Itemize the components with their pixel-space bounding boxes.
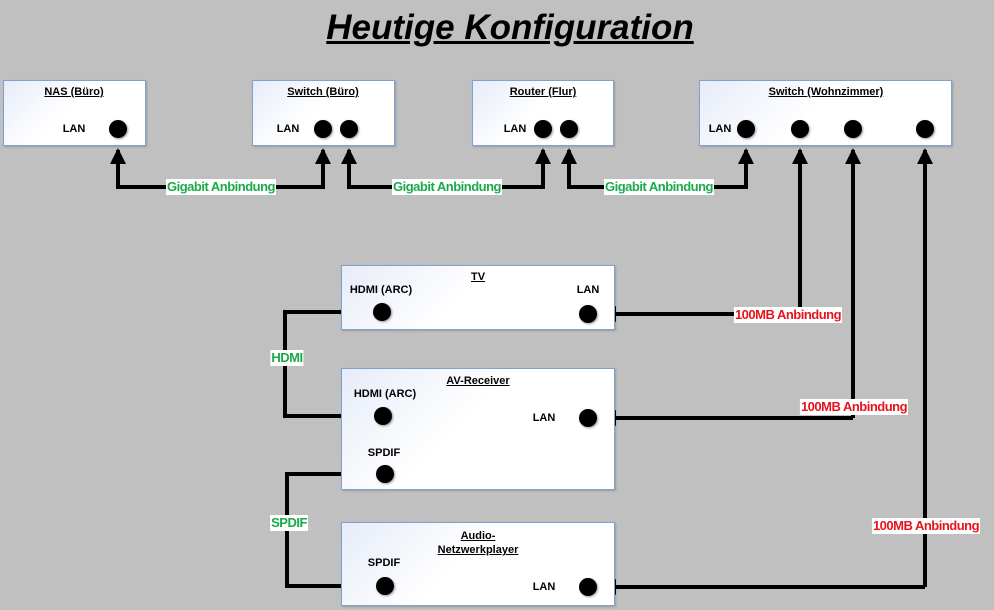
gigabit-label: Gigabit Anbindung [166,179,276,195]
fast-ethernet-label: 100MB Anbindung [799,399,909,415]
gigabit-label: Gigabit Anbindung [604,179,714,195]
port-dot [314,120,332,138]
port-dot [791,120,809,138]
port-label: SPDIF [367,447,401,459]
port-label: SPDIF [367,557,401,569]
port-dot [109,120,127,138]
device-tv-title: TV [470,271,486,283]
page-title: Heutige Konfiguration [326,8,694,47]
port-dot [376,577,394,595]
device-av-receiver [341,368,615,490]
port-label: LAN [276,123,300,135]
port-dot [534,120,552,138]
device-avr-title: AV-Receiver [446,375,510,387]
gigabit-label: Gigabit Anbindung [392,179,502,195]
fast-ethernet-label: 100MB Anbindung [733,307,843,323]
port-dot [579,305,597,323]
port-label: HDMI (ARC) [349,284,413,296]
port-dot [376,465,394,483]
port-label: HDMI (ARC) [353,388,417,400]
port-dot [560,120,578,138]
device-player-title-1: Audio- [460,530,496,542]
port-label: LAN [503,123,527,135]
port-label: LAN [576,284,600,296]
spdif-label: SPDIF [270,515,308,531]
fast-ethernet-label: 100MB Anbindung [871,518,981,534]
hdmi-label: HDMI [270,350,304,366]
device-player-title-2: Netzwerkplayer [437,544,519,556]
port-dot [374,407,392,425]
device-switch-buero-title: Switch (Büro) [287,86,359,98]
port-dot [579,409,597,427]
port-dot [844,120,862,138]
device-switch-wz-title: Switch (Wohnzimmer) [768,86,884,98]
port-label: LAN [532,412,556,424]
port-dot [373,303,391,321]
port-label: LAN [532,581,556,593]
port-dot [340,120,358,138]
device-router-title: Router (Flur) [509,86,577,98]
port-label: LAN [62,123,86,135]
port-label: LAN [708,123,732,135]
port-dot [737,120,755,138]
port-dot [579,578,597,596]
port-dot [916,120,934,138]
device-nas-title: NAS (Büro) [44,86,104,98]
